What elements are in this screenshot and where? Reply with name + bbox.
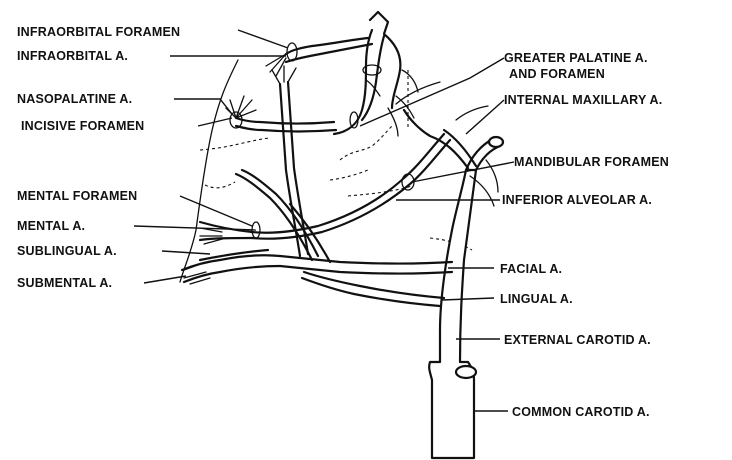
label-nasopalatine-a: NASOPALATINE A. — [17, 92, 132, 106]
label-incisive-foramen: INCISIVE FORAMEN — [21, 119, 144, 133]
internal-maxillary-artery — [404, 110, 503, 206]
label-external-carotid-a: EXTERNAL CAROTID A. — [504, 333, 651, 347]
label-common-carotid-a: COMMON CAROTID A. — [512, 405, 650, 419]
label-mental-a: MENTAL A. — [17, 219, 85, 233]
label-internal-maxillary-a: INTERNAL MAXILLARY A. — [504, 93, 662, 107]
label-infraorbital-a: INFRAORBITAL A. — [17, 49, 128, 63]
nasopalatine-fan — [226, 54, 286, 118]
label-greater-palatine-line1: GREATER PALATINE A. — [504, 51, 648, 65]
lower-vessels — [182, 250, 452, 306]
inferior-alveolar-vessels — [200, 134, 450, 244]
upper-vessels — [236, 12, 418, 136]
label-mental-foramen: MENTAL FORAMEN — [17, 189, 137, 203]
label-sublingual-a: SUBLINGUAL A. — [17, 244, 117, 258]
label-inferior-alveolar-a: INFERIOR ALVEOLAR A. — [502, 193, 652, 207]
foramen-rings — [230, 43, 414, 238]
label-facial-a: FACIAL A. — [500, 262, 562, 276]
carotid-trunk — [429, 170, 476, 458]
label-mandibular-foramen: MANDIBULAR FORAMEN — [514, 155, 669, 169]
label-submental-a: SUBMENTAL A. — [17, 276, 112, 290]
label-lingual-a: LINGUAL A. — [500, 292, 573, 306]
label-infraorbital-foramen: INFRAORBITAL FORAMEN — [17, 25, 180, 39]
labels: INFRAORBITAL FORAMEN INFRAORBITAL A. NAS… — [17, 25, 669, 419]
label-greater-palatine-line2: AND FORAMEN — [509, 67, 605, 81]
jaw-outline — [180, 60, 488, 282]
